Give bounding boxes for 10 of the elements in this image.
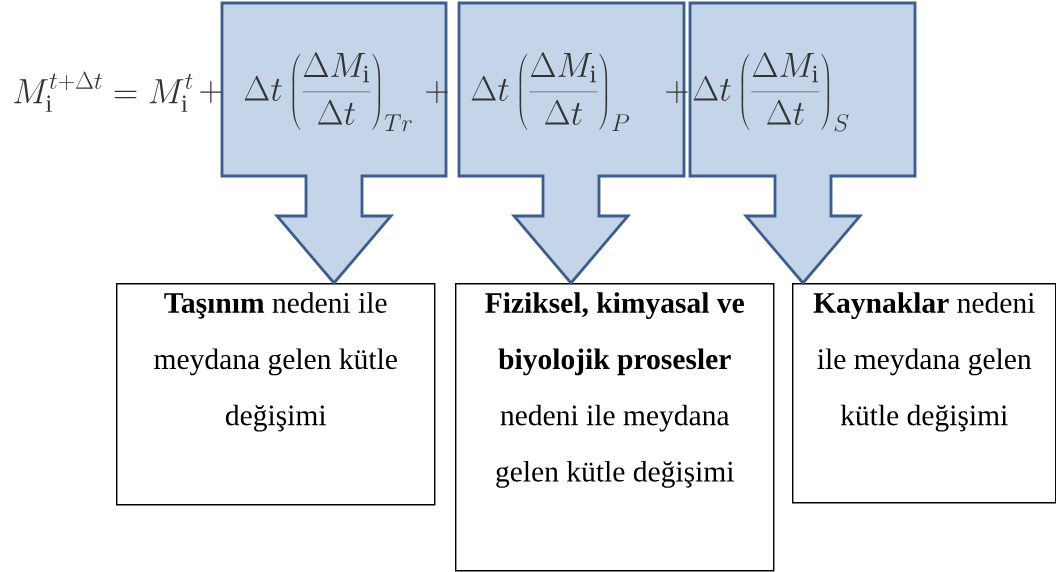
formula-term: $M_{\mathrm{i}}^{t+\Delta t} = M_{\mathrm{i}}^{t}$ (14, 71, 193, 112)
block-arrow (457, 1, 686, 286)
text-box: Kaynaklar nedeni ile meydana gelen kütle değişimi (792, 283, 1056, 504)
text-box: Taşınım nedeni ile meydana gelen kütle değişimi (116, 283, 436, 506)
formula-term: $\Delta t\left(\frac{\Delta M_{\mathrm{i}}}{\Delta t}\right)_{S}$ (693, 52, 849, 132)
block-arrow (220, 1, 448, 286)
formula-term: $\Delta t\left(\frac{\Delta M_{\mathrm{i}}}{\Delta t}\right)_{Tr}$ (244, 52, 412, 132)
text-box: Fiziksel, kimyasal ve biyolojik prosesler nedeni ile meydana gelen kütle değişimi (455, 283, 775, 572)
formula-term: $\Delta t\left(\frac{\Delta M_{\mathrm{i}}}{\Delta t}\right)_{P}$ (471, 52, 630, 131)
block-arrow (688, 1, 917, 286)
